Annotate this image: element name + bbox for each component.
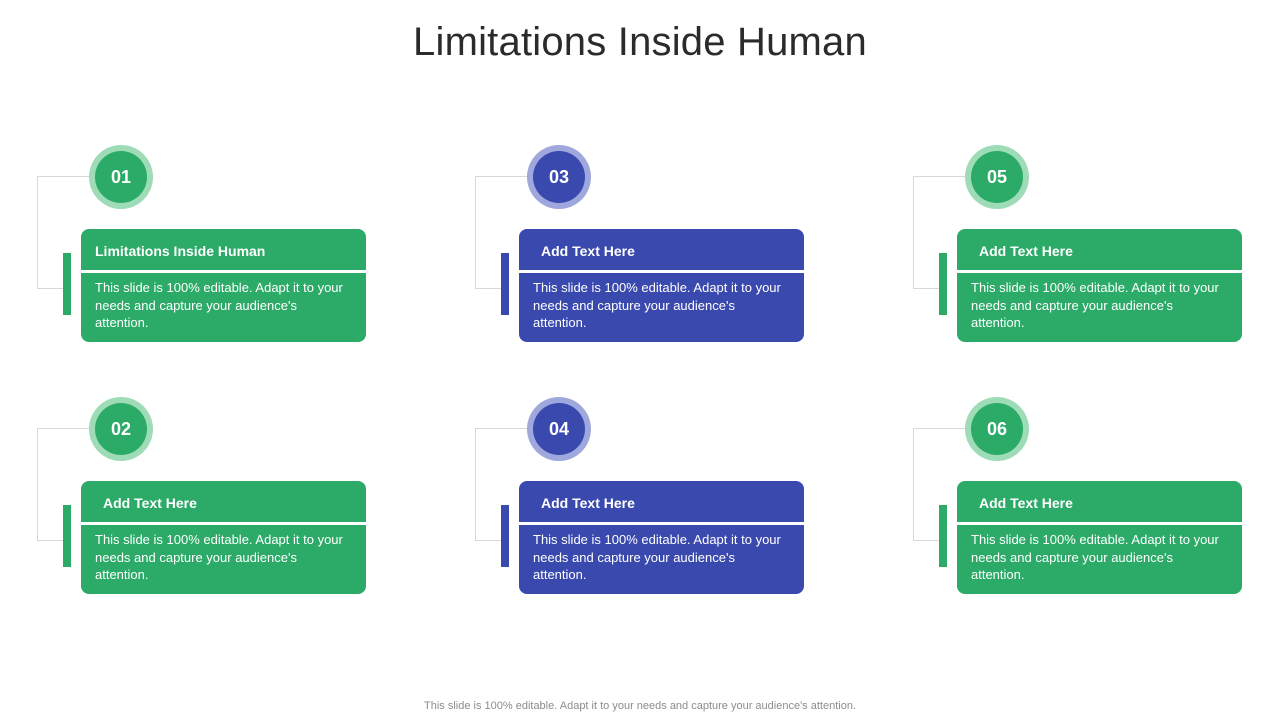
card-title: Limitations Inside Human — [95, 243, 266, 259]
item-number: 06 — [986, 418, 1008, 439]
item-cell-05: 05 Add Text Here This slide is 100% edit… — [913, 145, 1242, 342]
card-body: This slide is 100% editable. Adapt it to… — [971, 280, 1219, 330]
connector-line — [475, 176, 528, 289]
connector-line — [37, 428, 90, 541]
item-number: 03 — [548, 166, 570, 187]
number-badge-ring: 02 — [89, 397, 153, 461]
card-title: Add Text Here — [103, 495, 197, 511]
number-badge: 05 — [971, 151, 1023, 203]
connector-line — [913, 176, 966, 289]
number-badge-ring: 04 — [527, 397, 591, 461]
card-divider — [516, 270, 804, 273]
item-number: 01 — [110, 166, 132, 187]
card-title: Add Text Here — [979, 243, 1073, 259]
number-badge-ring: 05 — [965, 145, 1029, 209]
item-cell-03: 03 Add Text Here This slide is 100% edit… — [475, 145, 804, 342]
item-cell-01: 01 Limitations Inside Human This slide i… — [37, 145, 366, 342]
text-card[interactable]: Add Text Here This slide is 100% editabl… — [516, 229, 804, 342]
card-divider — [78, 270, 366, 273]
number-badge: 02 — [95, 403, 147, 455]
connector-line-foot — [475, 540, 502, 541]
card-body: This slide is 100% editable. Adapt it to… — [533, 280, 781, 330]
number-badge: 06 — [971, 403, 1023, 455]
accent-bar — [63, 505, 71, 567]
number-badge-ring: 01 — [89, 145, 153, 209]
item-number: 05 — [986, 166, 1008, 187]
connector-line-foot — [475, 288, 502, 289]
item-number: 02 — [110, 418, 132, 439]
number-badge-ring: 06 — [965, 397, 1029, 461]
accent-bar — [501, 253, 509, 315]
accent-bar — [939, 253, 947, 315]
card-body: This slide is 100% editable. Adapt it to… — [533, 532, 781, 582]
text-card[interactable]: Add Text Here This slide is 100% editabl… — [954, 229, 1242, 342]
card-title: Add Text Here — [541, 495, 635, 511]
card-divider — [954, 270, 1242, 273]
accent-bar — [939, 505, 947, 567]
number-badge-ring: 03 — [527, 145, 591, 209]
card-body: This slide is 100% editable. Adapt it to… — [95, 532, 343, 582]
item-cell-02: 02 Add Text Here This slide is 100% edit… — [37, 397, 366, 594]
number-badge: 01 — [95, 151, 147, 203]
card-body: This slide is 100% editable. Adapt it to… — [971, 532, 1219, 582]
connector-line — [37, 176, 90, 289]
card-divider — [516, 522, 804, 525]
text-card[interactable]: Add Text Here This slide is 100% editabl… — [516, 481, 804, 594]
card-title: Add Text Here — [979, 495, 1073, 511]
item-cell-06: 06 Add Text Here This slide is 100% edit… — [913, 397, 1242, 594]
slide-title: Limitations Inside Human — [413, 20, 867, 64]
number-badge: 03 — [533, 151, 585, 203]
accent-bar — [501, 505, 509, 567]
item-cell-04: 04 Add Text Here This slide is 100% edit… — [475, 397, 804, 594]
card-title: Add Text Here — [541, 243, 635, 259]
card-divider — [78, 522, 366, 525]
connector-line — [475, 428, 528, 541]
item-number: 04 — [548, 418, 570, 439]
connector-line-foot — [913, 540, 940, 541]
text-card[interactable]: Limitations Inside Human This slide is 1… — [78, 229, 366, 342]
card-divider — [954, 522, 1242, 525]
connector-line — [913, 428, 966, 541]
slide-footer-note: This slide is 100% editable. Adapt it to… — [424, 700, 856, 712]
number-badge: 04 — [533, 403, 585, 455]
connector-line-foot — [37, 288, 64, 289]
connector-line-foot — [37, 540, 64, 541]
text-card[interactable]: Add Text Here This slide is 100% editabl… — [954, 481, 1242, 594]
text-card[interactable]: Add Text Here This slide is 100% editabl… — [78, 481, 366, 594]
accent-bar — [63, 253, 71, 315]
card-body: This slide is 100% editable. Adapt it to… — [95, 280, 343, 330]
connector-line-foot — [913, 288, 940, 289]
